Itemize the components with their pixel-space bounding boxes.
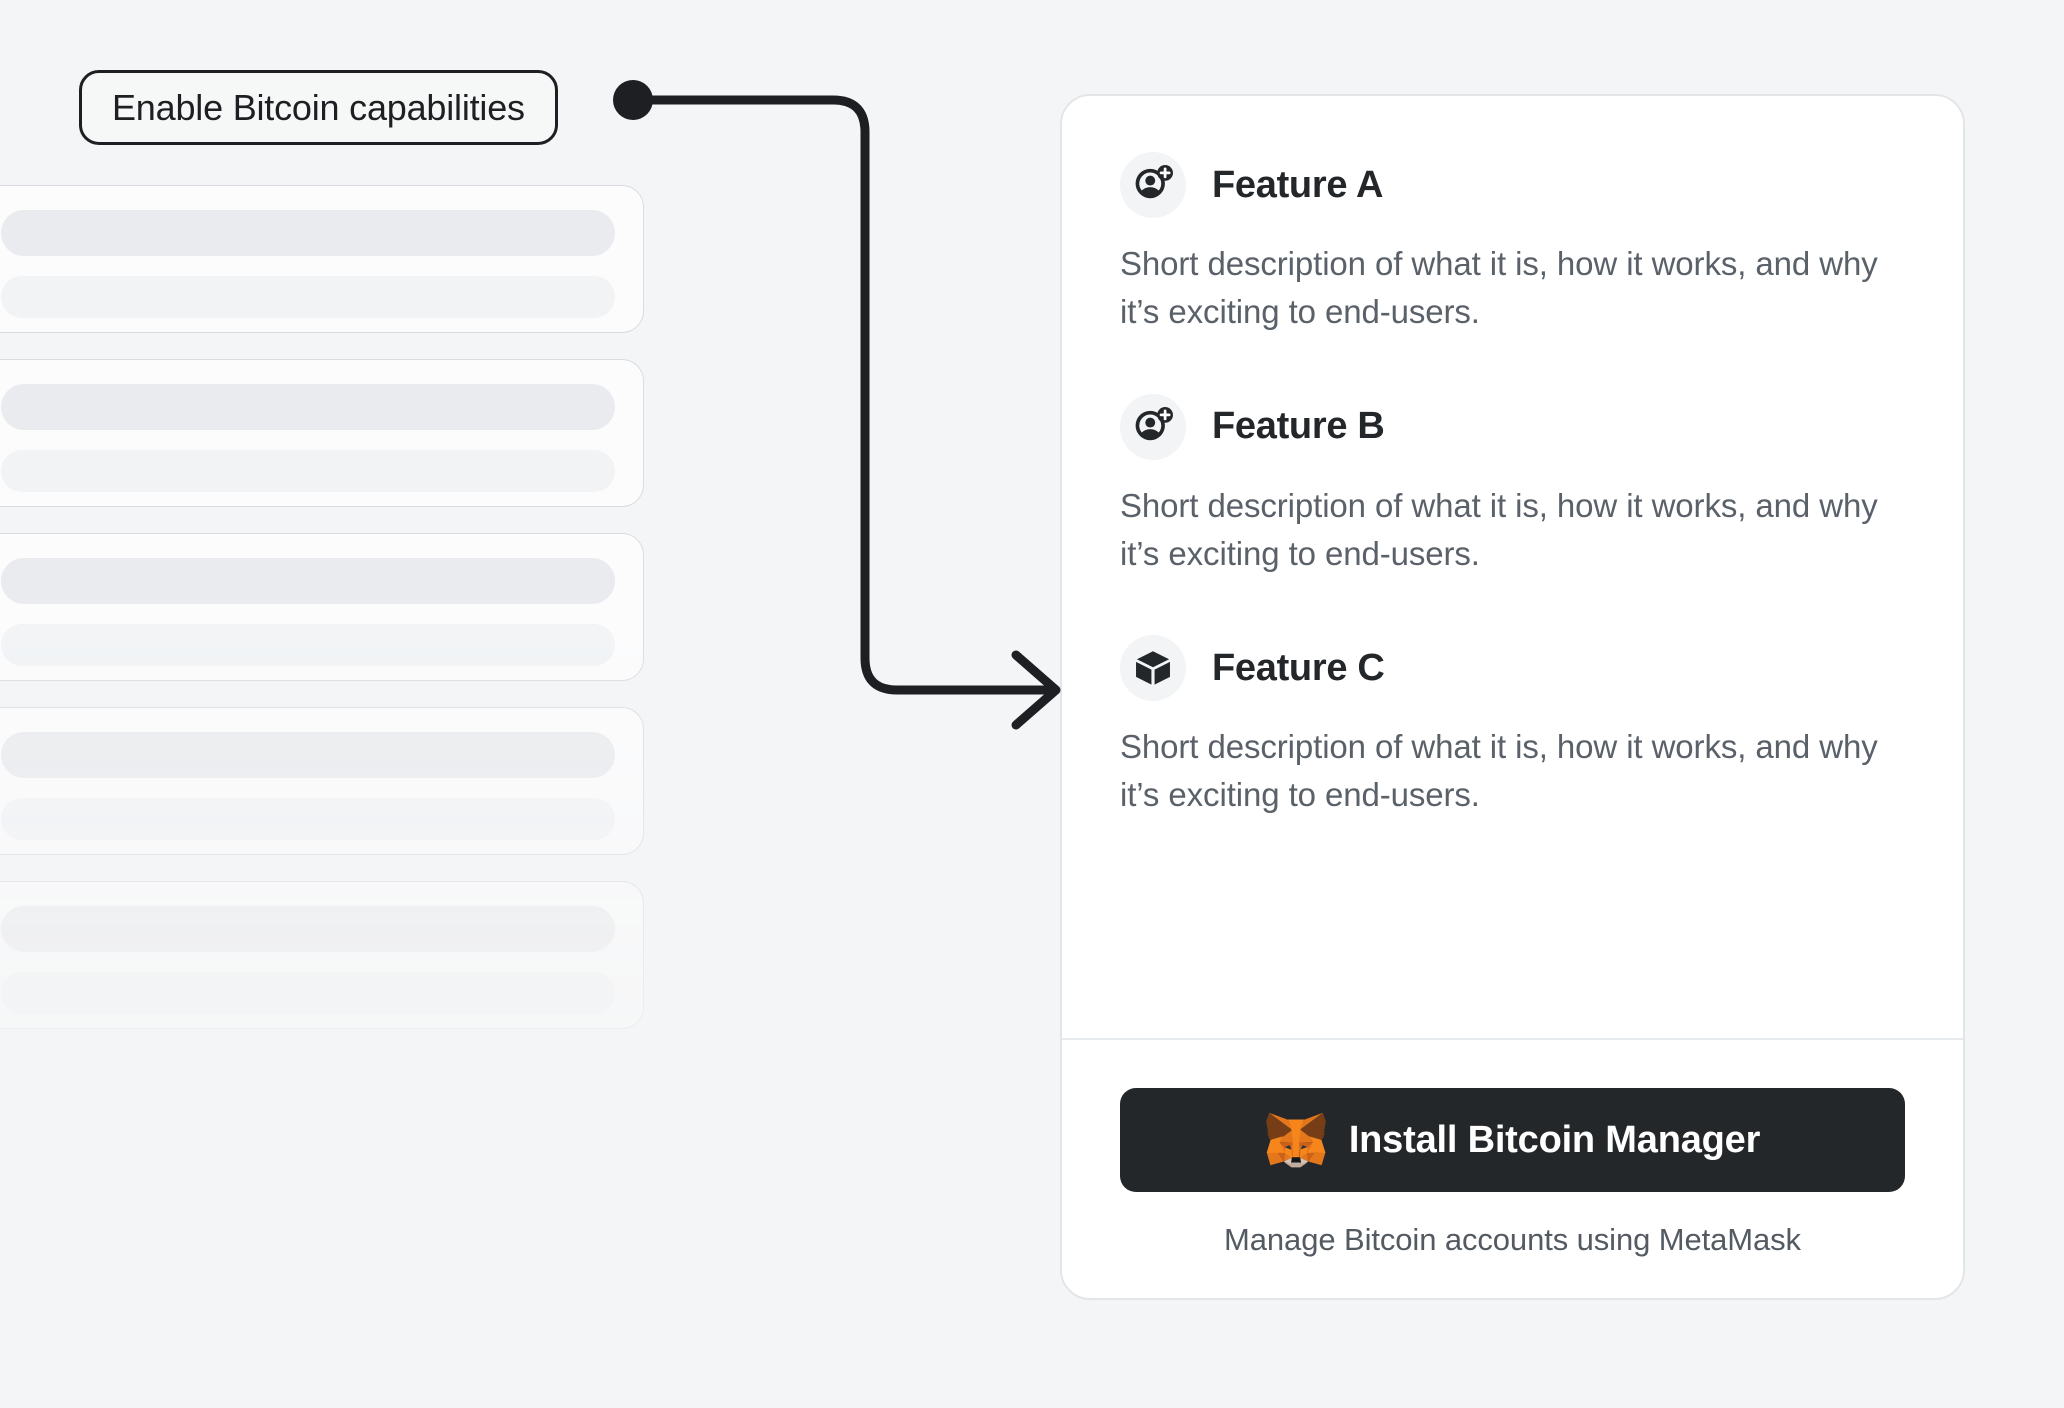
cube-icon bbox=[1120, 635, 1186, 702]
skeleton-card bbox=[0, 185, 644, 333]
install-bitcoin-manager-button[interactable]: Install Bitcoin Manager bbox=[1120, 1088, 1905, 1192]
skeleton-card bbox=[0, 533, 644, 681]
user-add-icon bbox=[1120, 393, 1186, 460]
card-footer: Install Bitcoin Manager Manage Bitcoin a… bbox=[1062, 1038, 1963, 1298]
skeleton-bar-secondary bbox=[1, 972, 615, 1014]
install-button-label: Install Bitcoin Manager bbox=[1348, 1118, 1761, 1161]
connector-dot-icon bbox=[613, 80, 653, 120]
skeleton-placeholder-column bbox=[0, 185, 644, 1408]
feature-header: Feature B bbox=[1120, 393, 1905, 460]
feature-card: Feature A Short description of what it i… bbox=[1060, 94, 1965, 1300]
feature-list: Feature A Short description of what it i… bbox=[1062, 96, 1963, 1038]
skeleton-card bbox=[0, 707, 644, 855]
feature-item: Feature C Short description of what it i… bbox=[1120, 635, 1905, 819]
skeleton-bar-primary bbox=[1, 558, 615, 604]
skeleton-bar-primary bbox=[1, 384, 615, 430]
metamask-fox-icon-glyph bbox=[1265, 1112, 1326, 1168]
feature-description: Short description of what it is, how it … bbox=[1120, 245, 1878, 330]
skeleton-bar-secondary bbox=[1, 798, 615, 840]
user-add-icon-glyph bbox=[1135, 165, 1173, 199]
feature-description: Short description of what it is, how it … bbox=[1120, 486, 1878, 572]
skeleton-bar-secondary bbox=[1, 624, 615, 666]
feature-description: Short description of what it is, how it … bbox=[1120, 728, 1878, 814]
skeleton-bar-primary bbox=[1, 210, 615, 256]
metamask-fox-icon bbox=[1265, 1111, 1327, 1169]
callout-label-text: Enable Bitcoin capabilities bbox=[112, 86, 525, 128]
feature-header: Feature A bbox=[1120, 152, 1905, 218]
install-caption: Manage Bitcoin accounts using MetaMask bbox=[1224, 1222, 1801, 1257]
feature-header: Feature C bbox=[1120, 635, 1905, 702]
connector-path bbox=[628, 95, 1060, 695]
skeleton-bar-primary bbox=[1, 906, 615, 952]
user-add-icon-glyph bbox=[1135, 406, 1173, 440]
cube-icon-glyph bbox=[1136, 651, 1170, 685]
callout-label: Enable Bitcoin capabilities bbox=[79, 70, 558, 145]
feature-title: Feature A bbox=[1212, 163, 1384, 206]
skeleton-card bbox=[0, 881, 644, 1029]
user-add-icon bbox=[1120, 152, 1186, 218]
feature-item: Feature A Short description of what it i… bbox=[1120, 152, 1905, 336]
arrowhead-icon bbox=[1011, 650, 1061, 730]
feature-title: Feature B bbox=[1212, 405, 1385, 448]
skeleton-bar-secondary bbox=[1, 276, 615, 318]
skeleton-card bbox=[0, 359, 644, 507]
feature-title: Feature C bbox=[1212, 646, 1385, 689]
skeleton-bar-secondary bbox=[1, 450, 615, 492]
feature-item: Feature B Short description of what it i… bbox=[1120, 393, 1905, 578]
skeleton-bar-primary bbox=[1, 732, 615, 778]
